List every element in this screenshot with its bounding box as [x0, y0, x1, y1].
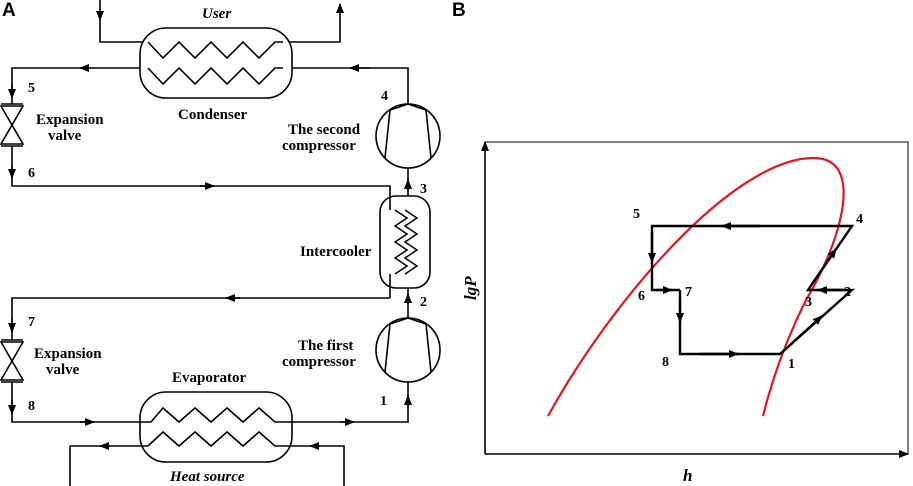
user-label: User — [202, 6, 231, 22]
condenser-shell — [139, 27, 293, 99]
diagram-state-labels: 1 2 3 4 5 6 7 8 — [633, 207, 863, 372]
expansion-valve-upper-label-2: valve — [48, 128, 82, 144]
expansion-valve-lower-label-1: Expansion — [34, 346, 102, 362]
schematic-point-4: 4 — [381, 89, 388, 104]
schematic-point-8: 8 — [28, 399, 35, 414]
schematic-point-5: 5 — [28, 81, 35, 96]
intercooler — [379, 195, 431, 298]
diagram-point-4: 4 — [856, 212, 863, 227]
evaporator-shell — [139, 391, 293, 463]
first-compressor-label-2: compressor — [282, 354, 356, 370]
schematic-point-7: 7 — [28, 315, 35, 330]
evaporator-label: Evaporator — [172, 370, 247, 386]
diagram-point-8: 8 — [662, 355, 669, 370]
schematic-point-1: 1 — [380, 394, 387, 409]
expansion-valve-lower-label-2: valve — [46, 362, 80, 378]
schematic-point-2: 2 — [420, 295, 427, 310]
second-compressor — [375, 103, 441, 169]
diagram-point-2: 2 — [844, 285, 851, 300]
user-water-lines — [96, 0, 344, 43]
panel-a-letter: A — [2, 0, 16, 21]
plot-frame — [485, 141, 909, 454]
evaporator-coil-upper — [140, 406, 292, 424]
evaporator — [139, 391, 293, 463]
intermediate-loop — [8, 288, 412, 426]
second-compressor-label-1: The second — [288, 122, 361, 138]
condenser-coil-lower — [147, 66, 283, 86]
heat-source-label: Heat source — [169, 469, 245, 485]
schematic-point-6: 6 — [28, 166, 35, 181]
condenser-label: Condenser — [178, 107, 248, 123]
second-compressor-label-2: compressor — [282, 138, 356, 154]
first-compressor — [375, 317, 441, 383]
schematic-point-3: 3 — [420, 182, 427, 197]
diagram-point-1: 1 — [788, 357, 795, 372]
high-pressure-loop — [8, 64, 412, 196]
panel-b-letter: B — [452, 0, 466, 21]
condenser-coil-upper — [147, 40, 283, 60]
schematic-state-labels: 1 2 3 4 5 6 7 8 — [28, 81, 427, 414]
saturation-curve — [547, 156, 845, 417]
heat-source-lines — [69, 442, 345, 486]
evaporator-coil-lower — [147, 430, 283, 448]
y-axis-label: lgP — [461, 276, 480, 300]
intercooler-label: Intercooler — [300, 244, 372, 260]
panel-a: A User Condenser — [0, 0, 441, 486]
diagram-point-3: 3 — [805, 295, 812, 310]
diagram-point-5: 5 — [633, 207, 640, 222]
panel-b: B h lgP 1 2 3 4 5 6 7 — [452, 0, 909, 485]
diagram-point-7: 7 — [685, 285, 692, 300]
expansion-valve-upper-label-1: Expansion — [36, 112, 104, 128]
expansion-valve-upper — [0, 103, 25, 147]
x-axis-label: h — [683, 466, 692, 485]
diagram-point-6: 6 — [638, 289, 645, 304]
condenser — [139, 27, 293, 99]
first-compressor-label-1: The first — [298, 338, 353, 354]
cycle-path — [648, 222, 856, 358]
expansion-valve-lower — [0, 339, 25, 383]
